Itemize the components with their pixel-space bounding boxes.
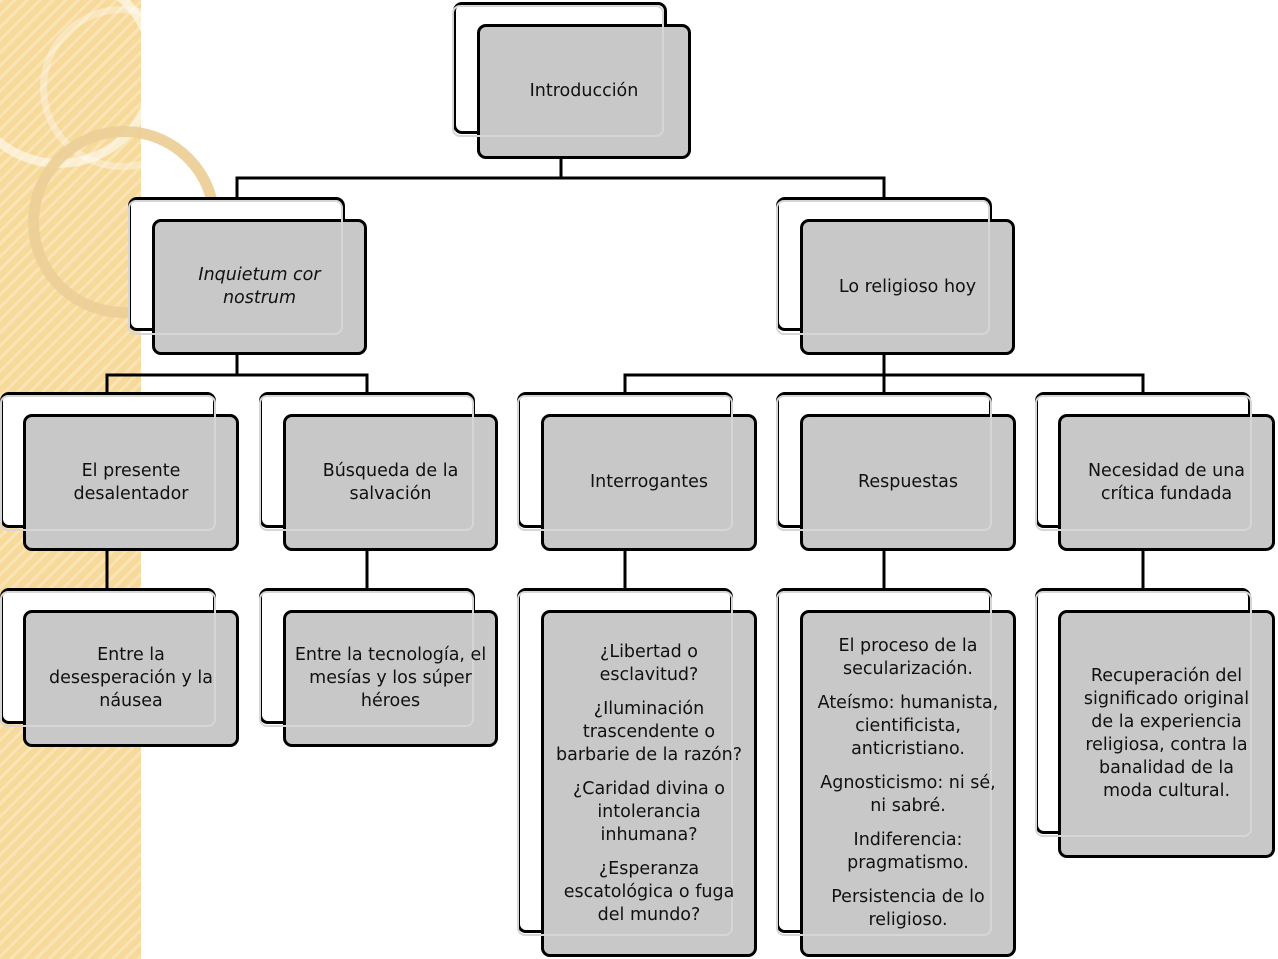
node-detail-interrogantes: ¿Libertad o esclavitud? ¿Iluminación tra… xyxy=(517,591,757,957)
node-section-left: Inquietum cor nostrum xyxy=(128,200,367,355)
node-label: El presente desalentador xyxy=(73,460,189,504)
answer-item: Persistencia de lo religioso. xyxy=(831,887,985,930)
node-frame xyxy=(776,200,990,335)
node-label: Inquietum cor nostrum xyxy=(198,265,321,308)
question-item: ¿Caridad divina o intolerancia inhumana? xyxy=(572,778,726,845)
node-interrogantes: Interrogantes xyxy=(517,395,757,551)
node-detail-busqueda: Entre la tecnología, el mesías y los súp… xyxy=(259,591,498,747)
question-item: ¿Iluminación trascendente o barbarie de … xyxy=(555,698,743,765)
node-detail-necesidad: Recuperación del significado original de… xyxy=(1035,591,1275,858)
node-detail-text: Recuperación del significado original de… xyxy=(1083,666,1250,801)
node-respuestas: Respuestas xyxy=(776,395,1016,551)
node-label: Interrogantes xyxy=(590,472,708,492)
node-detail-list: ¿Libertad o esclavitud? ¿Iluminación tra… xyxy=(544,641,754,927)
answer-item: El proceso de la secularización. xyxy=(838,636,978,679)
node-label: Búsqueda de la salvación xyxy=(322,460,459,504)
node-label: Lo religioso hoy xyxy=(838,276,977,297)
node-frame xyxy=(517,395,733,531)
node-frame xyxy=(776,395,992,531)
question-item: ¿Libertad o esclavitud? xyxy=(599,641,699,685)
node-frame xyxy=(452,5,664,137)
node-section-right: Lo religioso hoy xyxy=(776,200,1015,355)
node-detail-list: El proceso de la secularización. Ateísmo… xyxy=(803,635,1013,932)
node-necesidad: Necesidad de una crítica fundada xyxy=(1035,395,1275,551)
answer-item: Ateísmo: humanista, cientificista, antic… xyxy=(817,693,999,759)
node-root: Introducción xyxy=(452,5,691,159)
node-busqueda: Búsqueda de la salvación xyxy=(259,395,498,551)
node-presente: El presente desalentador xyxy=(0,395,239,551)
node-label: Necesidad de una crítica fundada xyxy=(1087,460,1246,504)
question-item: ¿Esperanza escatológica o fuga del mundo… xyxy=(563,858,735,925)
answer-item: Agnosticismo: ni sé, ni sabré. xyxy=(820,773,996,816)
node-label: Respuestas xyxy=(857,472,959,492)
node-detail-presente: Entre la desesperación y la náusea xyxy=(0,591,239,747)
node-detail-text: Entre la desesperación y la náusea xyxy=(48,645,214,711)
answer-item: Indiferencia: pragmatismo. xyxy=(847,830,969,873)
node-label: Introducción xyxy=(529,81,639,101)
node-detail-text: Entre la tecnología, el mesías y los súp… xyxy=(294,645,487,711)
node-detail-respuestas: El proceso de la secularización. Ateísmo… xyxy=(776,591,1016,957)
